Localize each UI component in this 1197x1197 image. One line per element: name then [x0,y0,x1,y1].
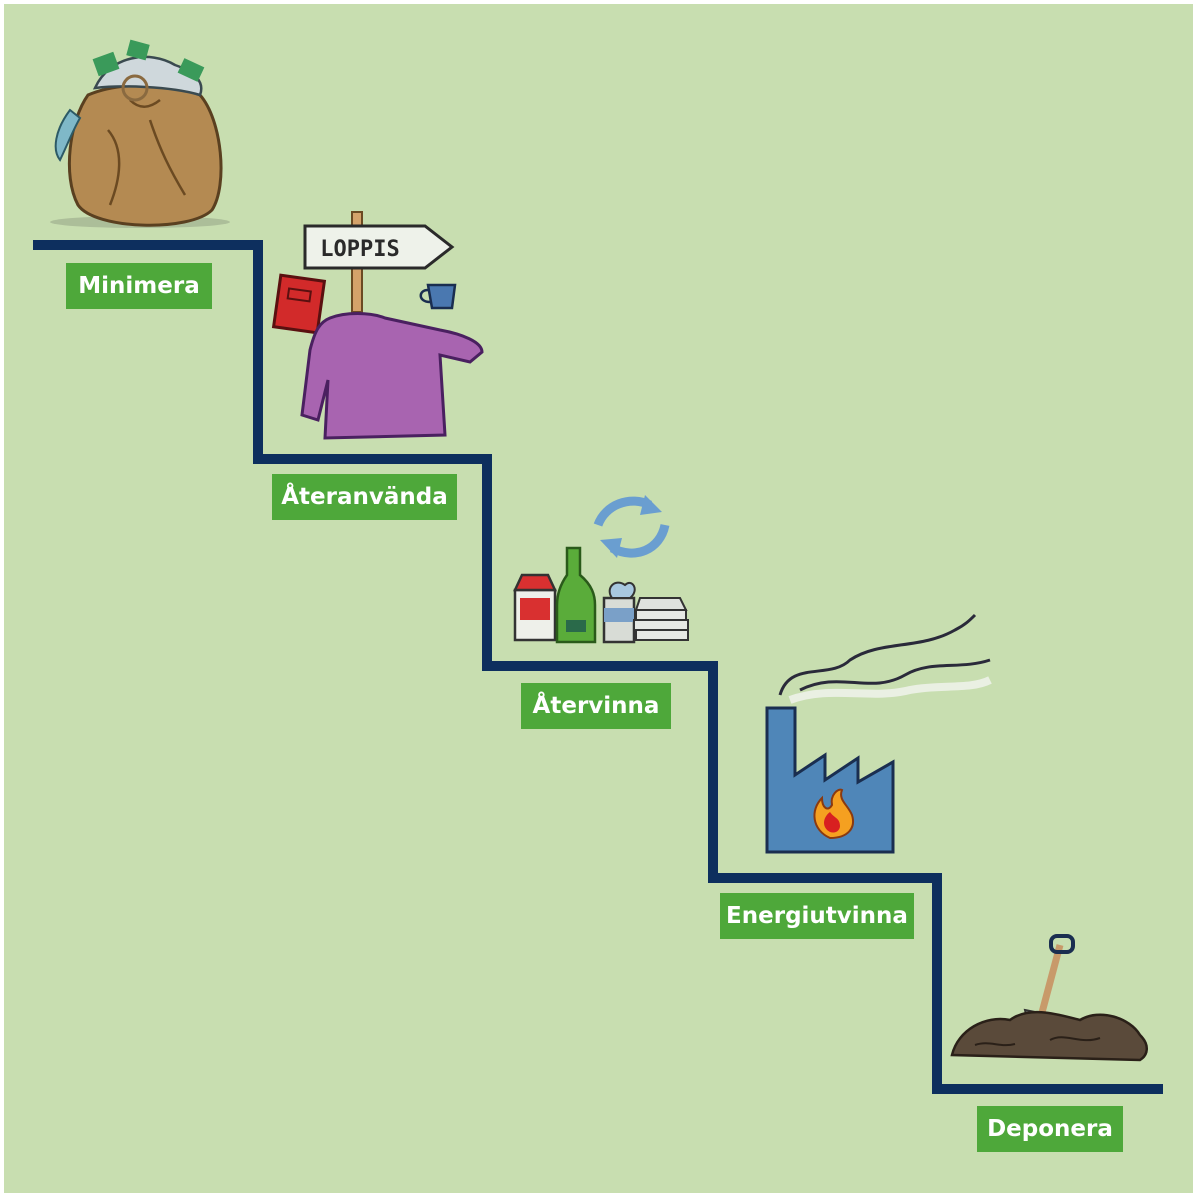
sign-text: LOPPIS [320,237,399,262]
step-label-ateranvanda: Återanvända [272,474,457,520]
step-label-minimera: Minimera [66,263,212,309]
step-label-atervinna: Återvinna [521,683,671,729]
step-label-energiutvinna: Energiutvinna [720,893,914,939]
step-label-deponera: Deponera [977,1106,1123,1152]
